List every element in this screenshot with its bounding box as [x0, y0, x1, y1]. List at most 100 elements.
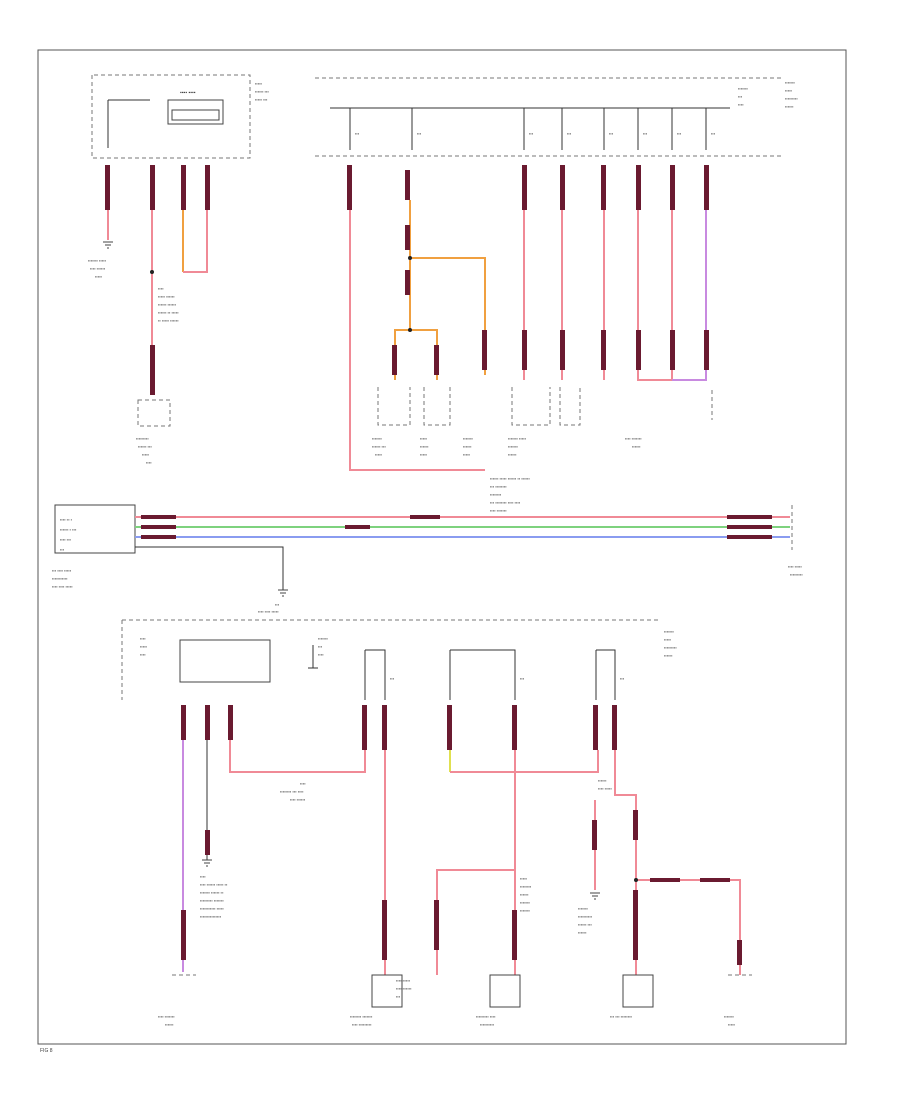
svg-text:▪▪▪▪▪: ▪▪▪▪▪: [520, 876, 528, 881]
wire-pink-lower-5: [614, 750, 637, 975]
svg-text:▪▪▪▪▪▪▪: ▪▪▪▪▪▪▪: [508, 444, 519, 449]
svg-text:▪▪▪▪▪▪▪▪▪▪▪: ▪▪▪▪▪▪▪▪▪▪▪: [52, 576, 68, 581]
svg-text:▪▪▪▪▪ ▪▪▪▪▪▪: ▪▪▪▪▪ ▪▪▪▪▪▪: [158, 294, 175, 299]
svg-text:▪▪▪▪▪▪▪▪▪ ▪▪▪▪▪▪▪: ▪▪▪▪▪▪▪▪▪ ▪▪▪▪▪▪▪: [200, 898, 224, 903]
svg-text:▪▪▪▪▪▪▪▪▪▪▪▪▪▪▪: ▪▪▪▪▪▪▪▪▪▪▪▪▪▪▪: [200, 914, 222, 919]
wire-pink-main-down: [349, 210, 485, 471]
ground-symbol-center: ▪▪▪ ▪▪▪▪ ▪▪▪▪ ▪▪▪▪▪: [258, 589, 288, 614]
interior-fuse-box: ▪▪▪▪▪▪▪ ▪▪▪ ▪▪▪▪ ▪▪▪▪▪▪▪ ▪▪▪▪▪ ▪▪▪▪▪▪▪▪▪…: [315, 77, 798, 157]
wire-orange-splice: [394, 258, 438, 380]
svg-text:▪▪▪▪▪▪: ▪▪▪▪▪▪: [632, 444, 641, 449]
svg-text:▪▪▪▪▪: ▪▪▪▪▪: [142, 452, 150, 457]
interior-fuses: ▪▪▪ ▪▪▪ ▪▪▪ ▪▪▪ ▪▪▪ ▪▪▪ ▪▪▪ ▪▪▪: [349, 108, 716, 150]
svg-text:▪▪▪▪ ▪▪▪▪▪: ▪▪▪▪ ▪▪▪▪▪: [788, 564, 802, 569]
svg-text:▪▪▪▪▪: ▪▪▪▪▪: [463, 452, 471, 457]
wire-orange-center: [409, 200, 486, 375]
svg-text:▪▪▪▪▪▪▪▪ ▪▪▪▪▪▪▪: ▪▪▪▪▪▪▪▪ ▪▪▪▪▪▪▪: [350, 1014, 373, 1019]
svg-text:▪▪ ▪▪▪▪▪ ▪▪▪▪▪▪: ▪▪ ▪▪▪▪▪ ▪▪▪▪▪▪: [158, 318, 179, 323]
svg-text:▪▪▪▪▪: ▪▪▪▪▪: [140, 644, 148, 649]
svg-text:▪▪▪: ▪▪▪: [520, 676, 525, 681]
svg-text:▪▪▪▪▪: ▪▪▪▪▪: [420, 436, 428, 441]
svg-text:▪▪▪▪▪▪▪▪▪▪: ▪▪▪▪▪▪▪▪▪▪: [480, 1022, 495, 1027]
note-lower-center: ▪▪▪▪▪ ▪▪▪▪▪▪▪▪ ▪▪▪▪▪▪ ▪▪▪▪▪▪▪ ▪▪▪▪▪▪▪: [520, 876, 532, 913]
svg-text:▪▪▪▪▪▪: ▪▪▪▪▪▪: [598, 778, 607, 783]
svg-text:▪▪▪▪▪▪▪▪: ▪▪▪▪▪▪▪▪: [520, 884, 532, 889]
svg-text:▪▪▪▪▪▪▪: ▪▪▪▪▪▪▪: [318, 636, 329, 641]
svg-text:▪▪▪▪▪▪▪: ▪▪▪▪▪▪▪: [520, 908, 531, 913]
svg-text:▪▪▪▪▪▪▪: ▪▪▪▪▪▪▪: [785, 80, 796, 85]
svg-text:▪▪▪▪▪▪▪ ▪▪▪▪▪: ▪▪▪▪▪▪▪ ▪▪▪▪▪: [508, 436, 527, 441]
svg-text:▪▪▪: ▪▪▪: [318, 644, 323, 649]
svg-text:▪▪▪▪▪▪▪▪: ▪▪▪▪▪▪▪▪: [490, 492, 502, 497]
svg-text:▪▪▪: ▪▪▪: [711, 131, 716, 136]
svg-text:▪▪▪: ▪▪▪: [417, 131, 422, 136]
svg-text:▪▪▪▪ ▪▪▪▪▪: ▪▪▪▪ ▪▪▪▪▪: [598, 786, 612, 791]
svg-text:▪▪▪▪▪▪▪▪ ▪▪▪ ▪▪▪▪: ▪▪▪▪▪▪▪▪ ▪▪▪ ▪▪▪▪: [280, 789, 304, 794]
svg-text:▪▪▪ ▪▪▪▪▪▪▪▪ ▪▪▪▪ ▪▪▪▪: ▪▪▪ ▪▪▪▪▪▪▪▪ ▪▪▪▪ ▪▪▪▪: [490, 500, 521, 505]
svg-text:▪▪▪▪▪▪▪: ▪▪▪▪▪▪▪: [578, 906, 589, 911]
svg-text:▪▪▪: ▪▪▪: [529, 131, 534, 136]
wire-pink-lower-branch: [229, 740, 366, 773]
svg-text:▪▪▪▪▪▪▪▪▪: ▪▪▪▪▪▪▪▪▪: [136, 436, 149, 441]
svg-text:▪▪▪▪ ▪▪▪▪: ▪▪▪▪ ▪▪▪▪: [180, 90, 196, 96]
svg-text:▪▪▪: ▪▪▪: [355, 131, 360, 136]
diagram-frame: [37, 49, 847, 1045]
svg-text:▪▪▪▪▪▪▪▪▪▪: ▪▪▪▪▪▪▪▪▪▪: [396, 978, 411, 983]
svg-text:▪▪▪▪▪▪ ▪▪▪: ▪▪▪▪▪▪ ▪▪▪: [578, 922, 592, 927]
left-module-bus: ▪▪▪▪ ▪▪ ▪ ▪▪▪▪▪▪ ▪ ▪▪▪ ▪▪▪▪ ▪▪▪ ▪▪▪ ▪▪▪ …: [52, 504, 136, 589]
ground-symbol-right-lower: ▪▪▪▪▪▪▪ ▪▪▪▪▪▪▪▪▪▪ ▪▪▪▪▪▪ ▪▪▪ ▪▪▪▪▪▪: [578, 892, 600, 935]
svg-text:▪▪▪▪ ▪▪▪▪ ▪▪▪▪▪: ▪▪▪▪ ▪▪▪▪ ▪▪▪▪▪: [258, 609, 279, 614]
svg-text:▪▪▪▪▪▪▪▪▪: ▪▪▪▪▪▪▪▪▪: [790, 572, 803, 577]
svg-text:▪▪▪▪▪▪▪ ▪▪▪▪▪▪ ▪▪: ▪▪▪▪▪▪▪ ▪▪▪▪▪▪ ▪▪: [200, 890, 224, 895]
svg-text:▪▪▪▪▪▪▪▪▪ ▪▪▪▪: ▪▪▪▪▪▪▪▪▪ ▪▪▪▪: [476, 1014, 496, 1019]
svg-text:▪▪▪▪: ▪▪▪▪: [158, 286, 164, 291]
svg-text:▪▪▪▪ ▪▪▪▪▪▪▪▪▪: ▪▪▪▪ ▪▪▪▪▪▪▪▪▪: [352, 1022, 372, 1027]
note-lower-right: ▪▪▪▪▪▪ ▪▪▪▪ ▪▪▪▪▪: [598, 778, 612, 791]
svg-text:▪▪▪▪ ▪▪▪▪▪▪▪: ▪▪▪▪ ▪▪▪▪▪▪▪: [625, 436, 642, 441]
wire-pink-lower-splice: [436, 869, 515, 975]
svg-text:▪▪▪▪▪: ▪▪▪▪▪: [664, 637, 672, 642]
module-left-box: ▪▪▪▪▪▪▪▪▪ ▪▪▪▪▪▪ ▪▪▪ ▪▪▪▪▪ ▪▪▪▪: [136, 399, 171, 465]
right-bus-terminal: ▪▪▪▪ ▪▪▪▪▪ ▪▪▪▪▪▪▪▪▪: [788, 505, 803, 577]
svg-text:▪▪▪▪ ▪▪▪▪ ▪▪▪▪▪: ▪▪▪▪ ▪▪▪▪ ▪▪▪▪▪: [52, 584, 73, 589]
svg-text:▪▪▪ ▪▪▪▪▪▪▪▪: ▪▪▪ ▪▪▪▪▪▪▪▪: [490, 484, 507, 489]
svg-text:▪▪▪▪▪ ▪▪▪: ▪▪▪▪▪ ▪▪▪: [255, 97, 268, 102]
bus-note: ▪▪▪▪▪▪ ▪▪▪▪▪ ▪▪▪▪▪▪ ▪▪ ▪▪▪▪▪▪ ▪▪▪ ▪▪▪▪▪▪…: [490, 476, 530, 513]
interior-fuse-box-connectors: [347, 165, 709, 210]
wire-pink-left-3: [183, 210, 208, 273]
bottom-module-row: ▪▪▪▪ ▪▪▪▪▪▪▪ ▪▪▪▪▪▪ ▪▪▪▪▪▪▪▪ ▪▪▪▪▪▪▪ ▪▪▪…: [158, 974, 752, 1027]
svg-text:▪▪▪: ▪▪▪: [60, 547, 65, 552]
svg-text:▪▪▪▪ ▪▪▪▪▪▪: ▪▪▪▪ ▪▪▪▪▪▪: [290, 797, 306, 802]
svg-text:▪▪▪▪▪▪: ▪▪▪▪▪▪: [785, 104, 794, 109]
svg-text:▪▪▪▪▪: ▪▪▪▪▪: [375, 452, 383, 457]
svg-text:▪▪▪: ▪▪▪: [643, 131, 648, 136]
svg-text:▪▪▪: ▪▪▪: [275, 602, 280, 607]
lower-fuse-box-connectors: [181, 705, 617, 750]
svg-text:▪▪▪▪▪▪▪: ▪▪▪▪▪▪▪: [738, 86, 749, 91]
svg-text:▪▪▪ ▪▪▪▪ ▪▪▪▪▪: ▪▪▪ ▪▪▪▪ ▪▪▪▪▪: [52, 568, 72, 573]
svg-text:▪▪▪▪▪▪: ▪▪▪▪▪▪: [520, 892, 529, 897]
svg-text:▪▪▪: ▪▪▪: [390, 676, 395, 681]
svg-text:▪▪▪: ▪▪▪: [738, 94, 743, 99]
svg-text:▪▪▪▪▪▪▪▪▪▪▪ ▪▪▪▪▪: ▪▪▪▪▪▪▪▪▪▪▪ ▪▪▪▪▪: [200, 906, 224, 911]
svg-text:▪▪▪▪: ▪▪▪▪: [738, 102, 744, 107]
top-module-row: ▪▪▪▪▪▪▪ ▪▪▪▪▪▪ ▪▪▪ ▪▪▪▪▪ ▪▪▪▪▪ ▪▪▪▪▪▪ ▪▪…: [372, 387, 713, 457]
svg-text:▪▪▪: ▪▪▪: [620, 676, 625, 681]
svg-text:▪▪▪▪▪▪: ▪▪▪▪▪▪: [508, 452, 517, 457]
svg-text:▪▪▪▪: ▪▪▪▪: [140, 636, 146, 641]
svg-text:▪▪▪▪▪▪: ▪▪▪▪▪▪: [420, 444, 429, 449]
svg-text:▪▪▪▪: ▪▪▪▪: [140, 652, 146, 657]
svg-text:▪▪▪▪▪▪: ▪▪▪▪▪▪: [165, 1022, 174, 1027]
svg-text:▪▪▪▪ ▪▪▪: ▪▪▪▪ ▪▪▪: [60, 537, 72, 542]
svg-text:▪▪▪▪▪▪ ▪▪▪: ▪▪▪▪▪▪ ▪▪▪: [255, 89, 269, 94]
wire-pink-interior-4: [637, 210, 672, 381]
svg-text:▪▪▪▪▪▪: ▪▪▪▪▪▪: [463, 444, 472, 449]
ground-symbol-left: ▪▪▪▪▪▪▪ ▪▪▪▪▪ ▪▪▪▪ ▪▪▪▪▪▪ ▪▪▪▪▪: [88, 241, 113, 279]
svg-text:▪▪▪▪: ▪▪▪▪: [318, 652, 324, 657]
svg-text:▪▪▪▪ ▪▪▪▪▪▪ ▪▪▪▪▪ ▪▪: ▪▪▪▪ ▪▪▪▪▪▪ ▪▪▪▪▪ ▪▪: [200, 882, 228, 887]
svg-text:▪▪▪▪▪: ▪▪▪▪▪: [785, 88, 793, 93]
ground-symbol-lower: ▪▪▪▪ ▪▪▪▪ ▪▪▪▪▪▪ ▪▪▪▪▪ ▪▪ ▪▪▪▪▪▪▪ ▪▪▪▪▪▪…: [200, 859, 228, 919]
svg-text:▪▪▪ ▪▪▪ ▪▪▪▪▪▪▪▪: ▪▪▪ ▪▪▪ ▪▪▪▪▪▪▪▪: [610, 1014, 633, 1019]
lower-fuse-box: ▪▪▪▪ ▪▪▪▪▪ ▪▪▪▪ ▪▪▪▪▪▪▪ ▪▪▪ ▪▪▪▪ ▪▪▪▪▪▪▪…: [121, 619, 677, 700]
svg-text:▪▪▪▪ ▪▪ ▪: ▪▪▪▪ ▪▪ ▪: [60, 517, 73, 522]
